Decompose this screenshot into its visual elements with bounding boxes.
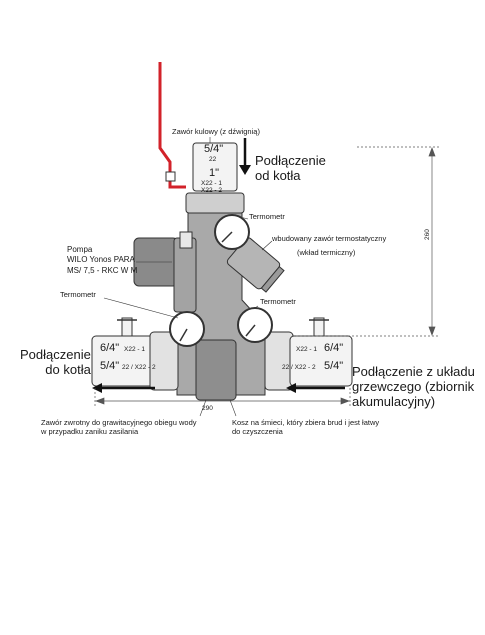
left-size-b: 5/4" [100,360,120,372]
left-code-b: 22 / X22 - 2 [122,364,156,371]
right-nut [264,331,294,391]
thermometer-left-label: Termometr [60,290,96,299]
left-size-a: 6/4" [100,342,120,354]
thermometer-right-label: Termometr [260,297,296,306]
top-code-b2: X22 - 2 [201,187,222,194]
left-code-a: X22 - 1 [124,346,145,353]
pump-head [173,237,197,313]
pump-cable-box [179,231,193,249]
width-dimension-line [94,388,351,408]
inflow-right-arrow-head [286,383,296,393]
from-system-label: Podłączenie z układu grzewczego (zbiorni… [352,364,475,409]
outflow-left-arrow-head [92,383,102,393]
from-boiler-label: Podłączenie od kotła [255,153,326,183]
left-nut [149,331,179,391]
top-code-a: 22 [209,156,217,163]
right-bleed-valve [313,317,325,337]
width-dimension-value: 290 [202,405,213,412]
thermostatic-valve-label: wbudowany zawór termostatyczny [272,234,387,243]
thermometer-left-gauge [169,311,205,347]
bottom-cap [195,339,237,401]
to-boiler-label: Podłączenie do kotła [20,347,91,377]
pump-label-line1: Pompa [67,245,93,254]
leader-lines [103,137,273,417]
top-size-b: 1" [209,167,220,179]
thermometer-top-label: Termometr [249,212,285,221]
thermometer-right-gauge [237,307,273,343]
valve-lever-nut [165,171,176,182]
height-dimension-value: 260 [424,229,431,240]
right-code-a: X22 - 1 [296,346,317,353]
ball-valve-label: Zawór kulowy (z dźwignią) [172,127,260,136]
pump-label-line2: WILO Yonos PARA [67,255,135,264]
right-size-b: 5/4" [324,360,344,372]
height-dimension-line [296,146,440,337]
right-size-a: 6/4" [324,342,344,354]
top-nut [185,192,245,214]
inflow-arrow-head [239,165,251,175]
left-bleed-valve [121,317,133,337]
check-valve-label: Zawór zwrotny do grawitacyjnego obiegu w… [41,418,197,436]
strainer-label: Kosz na śmieci, który zbiera brud i jest… [232,418,380,436]
valve-lever-handle [158,62,186,189]
right-code-b: 22 / X22 - 2 [282,364,316,371]
top-size-a: 5/4" [204,143,224,155]
top-fitting [192,142,238,192]
top-code-b1: X22 - 1 [201,180,222,187]
thermometer-top-gauge [214,214,250,250]
thermostatic-valve-sublabel: (wkład termiczny) [297,248,356,257]
pump-label-line3: MS/ 7,5 - RKC W M [67,266,138,275]
